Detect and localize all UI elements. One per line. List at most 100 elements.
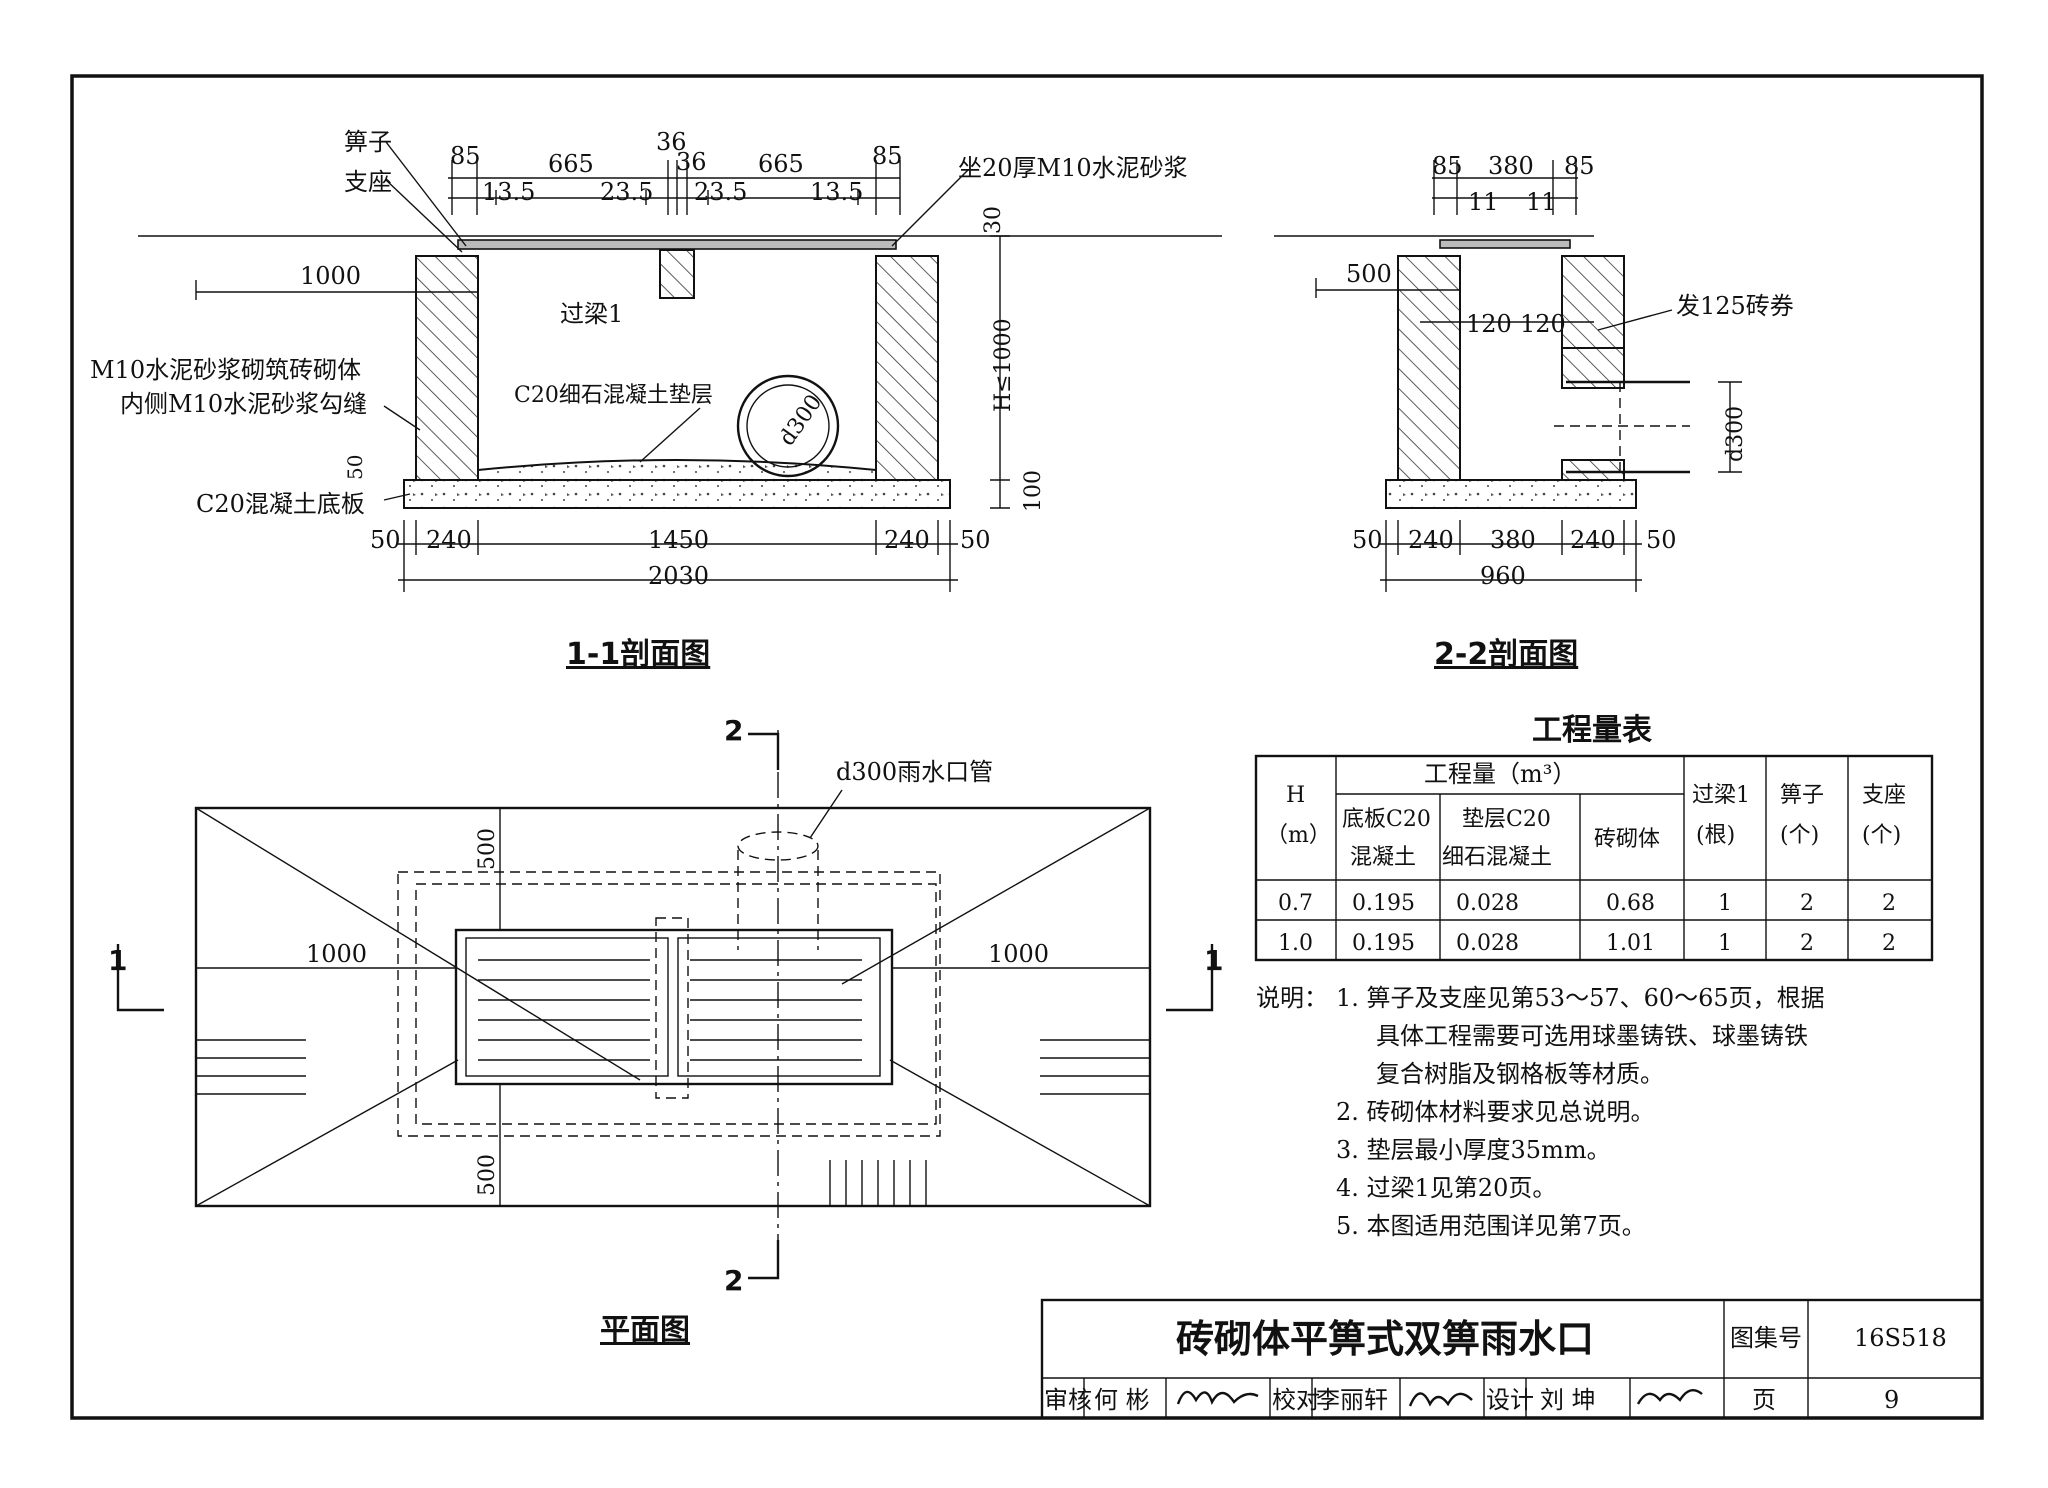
- note-line: 具体工程需要可选用球墨铸铁、球墨铸铁: [1376, 1022, 1808, 1050]
- seat-label: 支座: [344, 168, 392, 196]
- table-col-beam-1: 过梁1: [1692, 783, 1750, 808]
- dim-2030: 2030: [648, 562, 709, 590]
- note-line: 5. 本图适用范围详见第7页。: [1336, 1212, 1646, 1240]
- table-cell: 2: [1882, 891, 1896, 916]
- dim-36-b: 36: [676, 148, 707, 176]
- plan-dim-1000-right: 1000: [988, 940, 1049, 968]
- grate-label: 箅子: [344, 128, 392, 156]
- dim-2-380: 380: [1488, 152, 1534, 180]
- dim-100: 100: [1021, 470, 1046, 512]
- plan-sec-1-left: 1: [108, 944, 127, 977]
- table-cell: 1.0: [1278, 931, 1313, 956]
- section-1-1: [138, 141, 1222, 592]
- note-line: 复合树脂及钢格板等材质。: [1376, 1060, 1664, 1088]
- beam-1: [659, 249, 695, 299]
- dim-13-5-left: 13.5: [482, 178, 535, 206]
- dim-85-right: 85: [872, 142, 903, 170]
- table-cell: 0.028: [1456, 931, 1519, 956]
- dim-1450: 1450: [648, 526, 709, 554]
- wall-right-upper-2: [1561, 255, 1625, 349]
- dim-665-right: 665: [758, 150, 804, 178]
- atlas-label: 图集号: [1730, 1324, 1802, 1352]
- table-title: 工程量表: [1532, 713, 1652, 748]
- checker-name: 李丽轩: [1316, 1386, 1388, 1414]
- dim-2-500: 500: [1346, 260, 1392, 288]
- table-cell: 1.01: [1606, 931, 1655, 956]
- grate-bars: [478, 959, 862, 1061]
- beam-label: 过梁1: [560, 300, 623, 328]
- dim-b240-left: 240: [426, 526, 472, 554]
- table-cell: 2: [1800, 931, 1814, 956]
- dim-2-960: 960: [1480, 562, 1526, 590]
- masonry-label-1: M10水泥砂浆砌筑砖砌体: [90, 356, 361, 384]
- title-plan: 平面图: [600, 1313, 690, 1348]
- plan-sec-1-right: 1: [1204, 944, 1223, 977]
- dim-2-b240-right: 240: [1570, 526, 1616, 554]
- plan-dim-500-top: 500: [475, 828, 500, 870]
- height-label: H≤1000: [991, 318, 1016, 412]
- dim-665-left: 665: [548, 150, 594, 178]
- base-slab: [403, 479, 951, 509]
- dim-30: 30: [981, 206, 1006, 234]
- table-col-grate-2: (个): [1780, 823, 1819, 848]
- dim-2-b50-left: 50: [1352, 526, 1383, 554]
- right-wall: [875, 255, 939, 481]
- note-line: 3. 垫层最小厚度35mm。: [1336, 1136, 1611, 1164]
- dim-2-85-right: 85: [1564, 152, 1595, 180]
- dim-2-b240-left: 240: [1408, 526, 1454, 554]
- plan-sec-2-top: 2: [724, 714, 743, 747]
- note-line: 4. 过梁1见第20页。: [1336, 1174, 1556, 1202]
- table-cell: 2: [1882, 931, 1896, 956]
- table-col-seat-1: 支座: [1862, 783, 1906, 808]
- wall-left-2: [1397, 255, 1461, 481]
- mortar-bed-label: 坐20厚M10水泥砂浆: [958, 154, 1188, 182]
- sheet-border: [70, 74, 1984, 1420]
- title-block: [1040, 1298, 1984, 1420]
- table-col-beam-2: (根): [1696, 823, 1735, 848]
- pipe-size-label-2: d300: [1723, 406, 1748, 462]
- pipe-inner: [746, 384, 830, 468]
- cushion-layer: [477, 459, 877, 481]
- table-row: 1.0 0.195 0.028 1.01 1 2 2: [1278, 931, 1896, 956]
- plan-view: [116, 730, 1214, 1280]
- cushion-label: C20细石混凝土垫层: [514, 383, 713, 408]
- plan-outline: [194, 806, 1152, 1208]
- dim-2-b50-right: 50: [1646, 526, 1677, 554]
- dim-b50-right: 50: [960, 526, 991, 554]
- grate-bar: [457, 239, 897, 250]
- dim-36-a: 36: [656, 128, 687, 156]
- table-col-grate-1: 箅子: [1780, 783, 1824, 808]
- quantity-table: [1254, 754, 1934, 962]
- table-cell: 0.68: [1606, 891, 1655, 916]
- notes-prefix: 说明：: [1256, 984, 1328, 1012]
- table-group-header: 工程量（m³）: [1424, 760, 1576, 788]
- table-h-unit: （m）: [1266, 823, 1331, 848]
- pipe-circle: [736, 374, 840, 478]
- title-section-1-1: 1-1剖面图: [566, 637, 710, 672]
- plan-sec-2-bottom: 2: [724, 1264, 743, 1297]
- plan-pipe-label: d300雨水口管: [836, 758, 993, 786]
- table-cell: 1: [1718, 931, 1732, 956]
- table-col-base-1: 底板C20: [1342, 807, 1431, 832]
- plan-dash-outer: [397, 871, 941, 1137]
- dim-2-85-left: 85: [1432, 152, 1463, 180]
- page-number: 9: [1884, 1386, 1899, 1414]
- dim-b50-left: 50: [370, 526, 401, 554]
- table-cell: 0.195: [1352, 891, 1415, 916]
- designer-name: 刘 坤: [1540, 1386, 1596, 1414]
- review-label: 审核: [1044, 1386, 1092, 1414]
- drawing-title: 砖砌体平箅式双箅雨水口: [1176, 1317, 1594, 1361]
- plan-dim-500-bottom: 500: [475, 1154, 500, 1196]
- check-label: 校对: [1272, 1386, 1320, 1414]
- grate-right: [677, 937, 881, 1077]
- note-line: 1. 箅子及支座见第53～57、60～65页，根据: [1336, 984, 1825, 1012]
- arch-label: 发125砖券: [1676, 292, 1794, 320]
- section-2-2: [1274, 160, 1742, 592]
- design-label: 设计: [1486, 1386, 1534, 1414]
- dim-2-120-right: 120: [1520, 310, 1566, 338]
- designer-signature: [1636, 1388, 1703, 1405]
- base-label: C20混凝土底板: [196, 490, 365, 518]
- table-cell: 2: [1800, 891, 1814, 916]
- dim-23-5-right: 23.5: [694, 178, 747, 206]
